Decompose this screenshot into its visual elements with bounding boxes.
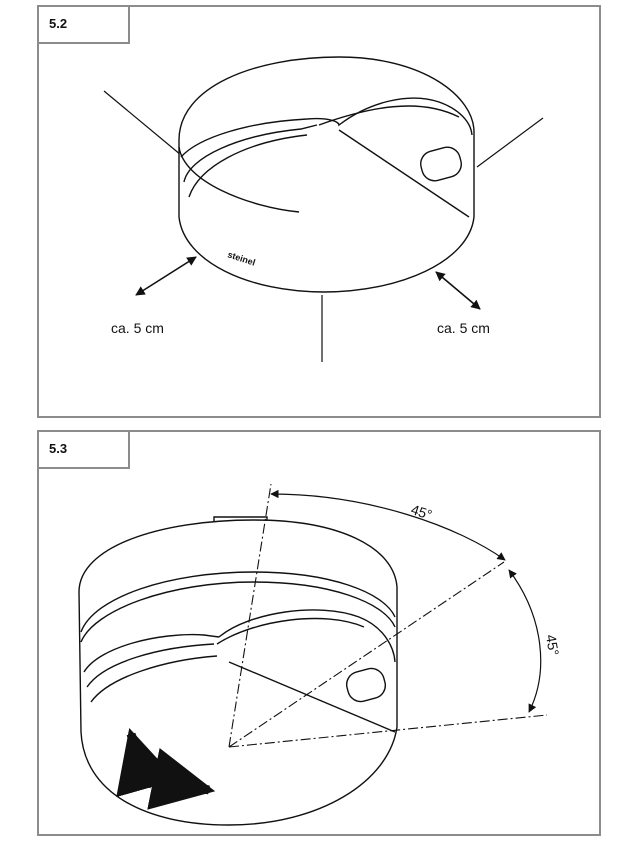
distance-label-right: ca. 5 cm bbox=[437, 320, 490, 336]
smoke-detector-body bbox=[78, 516, 398, 826]
distance-arrow-left bbox=[135, 256, 197, 296]
indicator-window-icon bbox=[420, 146, 462, 182]
detector-rotation-angle-diagram: steinel bbox=[78, 483, 548, 826]
figure-number-5-3: 5.3 bbox=[39, 432, 130, 469]
angle-label-right: 45° bbox=[542, 633, 563, 657]
angle-construction-lines bbox=[228, 483, 548, 748]
wall-edge-left bbox=[103, 90, 182, 156]
distance-label-left: ca. 5 cm bbox=[111, 320, 164, 336]
figure-panel-5-3: 5.3 steinel bbox=[37, 430, 601, 836]
wall-edge-right bbox=[476, 117, 544, 168]
distance-arrow-right bbox=[435, 271, 481, 310]
smoke-detector-body bbox=[178, 56, 475, 293]
angle-arc-top bbox=[270, 489, 506, 561]
indicator-window-icon bbox=[345, 667, 387, 703]
figure-number-5-2: 5.2 bbox=[39, 7, 130, 44]
angle-arc-right bbox=[508, 569, 542, 713]
rotation-arrow-icon bbox=[116, 727, 216, 810]
figure-panel-5-2: 5.2 steinel ca. 5 cm ca. 5 cm bbox=[37, 5, 601, 418]
detector-mounting-distance-diagram: steinel bbox=[103, 56, 544, 362]
